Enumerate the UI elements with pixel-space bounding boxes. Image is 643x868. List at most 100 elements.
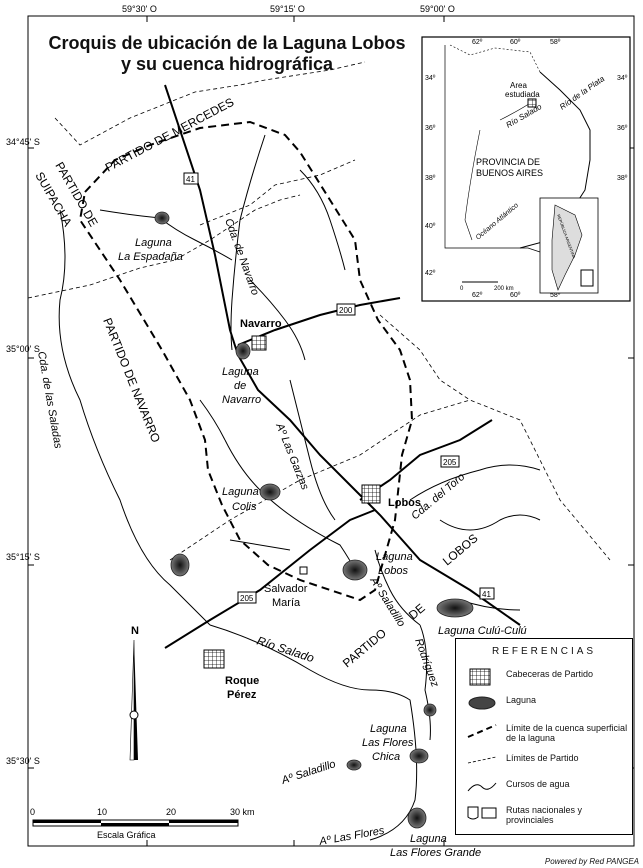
label-laguna-lobos-2: Lobos bbox=[378, 565, 408, 577]
route-205-west: 205 bbox=[240, 594, 254, 603]
label-ao-flores: Aº Las Flores bbox=[317, 825, 385, 848]
lat-tick-1: 34°45' S bbox=[6, 137, 40, 147]
label-laguna-flores-chica-2: Las Flores bbox=[362, 737, 414, 749]
inset-province-1: PROVINCIA DE bbox=[476, 157, 540, 167]
inset-scale-0: 0 bbox=[460, 286, 464, 292]
label-town-lobos: Lobos bbox=[388, 497, 421, 509]
lat-tick-2: 35°00' S bbox=[6, 344, 40, 354]
lagunas bbox=[154, 211, 474, 829]
label-cda-saladas: Cda. de las Saladas bbox=[35, 350, 64, 450]
route-205-east: 205 bbox=[443, 458, 457, 467]
label-town-roque-2: Pérez bbox=[227, 689, 257, 701]
label-cda-navarro: Cda. de Navarro bbox=[222, 217, 261, 297]
inset-lon-62: 62º bbox=[472, 39, 483, 46]
route-200: 200 bbox=[339, 306, 353, 315]
north-label: N bbox=[131, 625, 139, 637]
label-town-roque-1: Roque bbox=[225, 675, 259, 687]
graticule bbox=[28, 16, 634, 846]
label-partido-lobos-2: DE bbox=[406, 601, 428, 622]
map-title: Croquis de ubicación de la Laguna Lobos … bbox=[32, 33, 422, 75]
town-roque-grid bbox=[203, 649, 225, 669]
label-ao-saladillo-2: Aº Saladillo bbox=[279, 758, 337, 787]
label-laguna-culu: Laguna Culú-Culú bbox=[438, 625, 527, 637]
label-rodriguez: Rodríguez bbox=[412, 637, 441, 689]
label-town-navarro: Navarro bbox=[240, 318, 282, 330]
legend-item-rutas: Rutas nacionales y provinciales bbox=[456, 801, 632, 825]
lon-tick-1: 59°30' O bbox=[122, 4, 157, 14]
legend-label-partido: Límites de Partido bbox=[506, 753, 579, 763]
inset-lat-40: 40º bbox=[425, 223, 436, 230]
lon-tick-2: 59°15' O bbox=[270, 4, 305, 14]
scale-tick-20: 20 bbox=[166, 807, 176, 817]
scale-tick-30: 30 km bbox=[230, 807, 255, 817]
legend-partido-symbol bbox=[467, 756, 497, 764]
legend-item-partido: Límites de Partido bbox=[456, 749, 632, 773]
legend-label-rutas: Rutas nacionales y provinciales bbox=[506, 805, 583, 825]
label-ao-garzas: Aº Las Garzas bbox=[273, 421, 311, 492]
map-frame bbox=[27, 15, 635, 847]
inset-lon-60: 60º bbox=[510, 39, 521, 46]
label-partido-lobos-3: LOBOS bbox=[440, 531, 481, 568]
inset-study-area-2: estudiada bbox=[505, 90, 540, 99]
rivers bbox=[58, 134, 541, 841]
legend-header: REFERENCIAS bbox=[491, 646, 597, 657]
label-town-salvador-2: María bbox=[272, 597, 301, 609]
legend-laguna-symbol bbox=[468, 696, 496, 710]
label-laguna-flores-chica-1: Laguna bbox=[370, 723, 407, 735]
scale-label: Escala Gráfica bbox=[97, 830, 156, 840]
legend-route-symbol bbox=[467, 806, 497, 820]
legend-item-cuenca: Límite de la cuenca superficial de la la… bbox=[456, 719, 632, 743]
legend-label-cuenca: Límite de la cuenca superficial de la la… bbox=[506, 723, 628, 743]
legend-label-laguna: Laguna bbox=[506, 695, 537, 705]
inset-lat-36: 36º bbox=[425, 125, 436, 132]
inset-lat-42: 42º bbox=[425, 270, 436, 277]
label-laguna-navarro-1: Laguna bbox=[222, 366, 259, 378]
credit-text: Powered by Red PANGEA bbox=[544, 857, 639, 866]
legend-watershed-symbol bbox=[467, 724, 497, 738]
legend-box: REFERENCIAS Cabeceras de Partido Laguna … bbox=[455, 638, 633, 835]
route-41-south: 41 bbox=[482, 590, 491, 599]
inset-lat-38: 38º bbox=[425, 175, 436, 182]
scale-tick-0: 0 bbox=[30, 807, 35, 817]
scale-bar: 0 10 20 30 km Escala Gráfica bbox=[30, 807, 255, 840]
lat-tick-4: 35°30' S bbox=[6, 756, 40, 766]
label-laguna-lobos-1: Laguna bbox=[376, 551, 413, 563]
inset-province-2: BUENOS AIRES bbox=[476, 168, 543, 178]
label-laguna-flores-chica-3: Chica bbox=[372, 751, 400, 763]
inset-lat-36-right: 36º bbox=[617, 125, 628, 132]
inset-lon-62-bottom: 62º bbox=[472, 292, 483, 299]
lat-tick-3: 35°15' S bbox=[6, 552, 40, 562]
inset-study-area-1: Area bbox=[510, 81, 527, 90]
label-town-salvador-1: Salvador bbox=[264, 583, 308, 595]
label-rio-salado: Río Salado bbox=[255, 634, 316, 666]
label-laguna-flores-grande-2: Las Flores Grande bbox=[390, 847, 481, 859]
label-partido-lobos-1: PARTIDO bbox=[340, 626, 389, 670]
inset-lat-34-right: 34º bbox=[617, 75, 628, 82]
label-laguna-navarro-2: de bbox=[234, 380, 246, 392]
scale-tick-10: 10 bbox=[97, 807, 107, 817]
lon-tick-3: 59°00' O bbox=[420, 4, 455, 14]
inset-lat-38-right: 38º bbox=[617, 175, 628, 182]
roads bbox=[164, 84, 521, 649]
legend-item-laguna: Laguna bbox=[456, 691, 632, 715]
inset-scale-200: 200 km bbox=[494, 286, 514, 292]
inset-lon-58-bottom: 58º bbox=[550, 292, 561, 299]
legend-label-cursos: Cursos de agua bbox=[506, 779, 570, 789]
route-shields: 41 200 205 205 41 bbox=[183, 172, 495, 604]
label-laguna-espadana-1: Laguna bbox=[135, 237, 172, 249]
inset-lon-60-bottom: 60º bbox=[510, 292, 521, 299]
watershed-limit bbox=[78, 120, 414, 602]
label-laguna-navarro-3: Navarro bbox=[222, 394, 261, 406]
town-lobos-grid bbox=[361, 484, 381, 504]
label-laguna-colis-1: Laguna bbox=[222, 486, 259, 498]
north-arrow: N bbox=[129, 625, 139, 761]
label-partido-mercedes: PARTIDO DE MERCEDES bbox=[103, 95, 236, 175]
town-navarro-grid bbox=[251, 335, 267, 351]
label-ao-saladillo-1: Aº Saladillo bbox=[367, 574, 407, 629]
town-salvador-box bbox=[299, 566, 308, 575]
map-title-line1: Croquis de ubicación de la Laguna Lobos bbox=[48, 33, 406, 53]
legend-item-cabeceras: Cabeceras de Partido bbox=[456, 665, 632, 689]
legend-item-cursos: Cursos de agua bbox=[456, 775, 632, 799]
legend-label-cabeceras: Cabeceras de Partido bbox=[506, 669, 594, 679]
inset-lat-34: 34º bbox=[425, 75, 436, 82]
